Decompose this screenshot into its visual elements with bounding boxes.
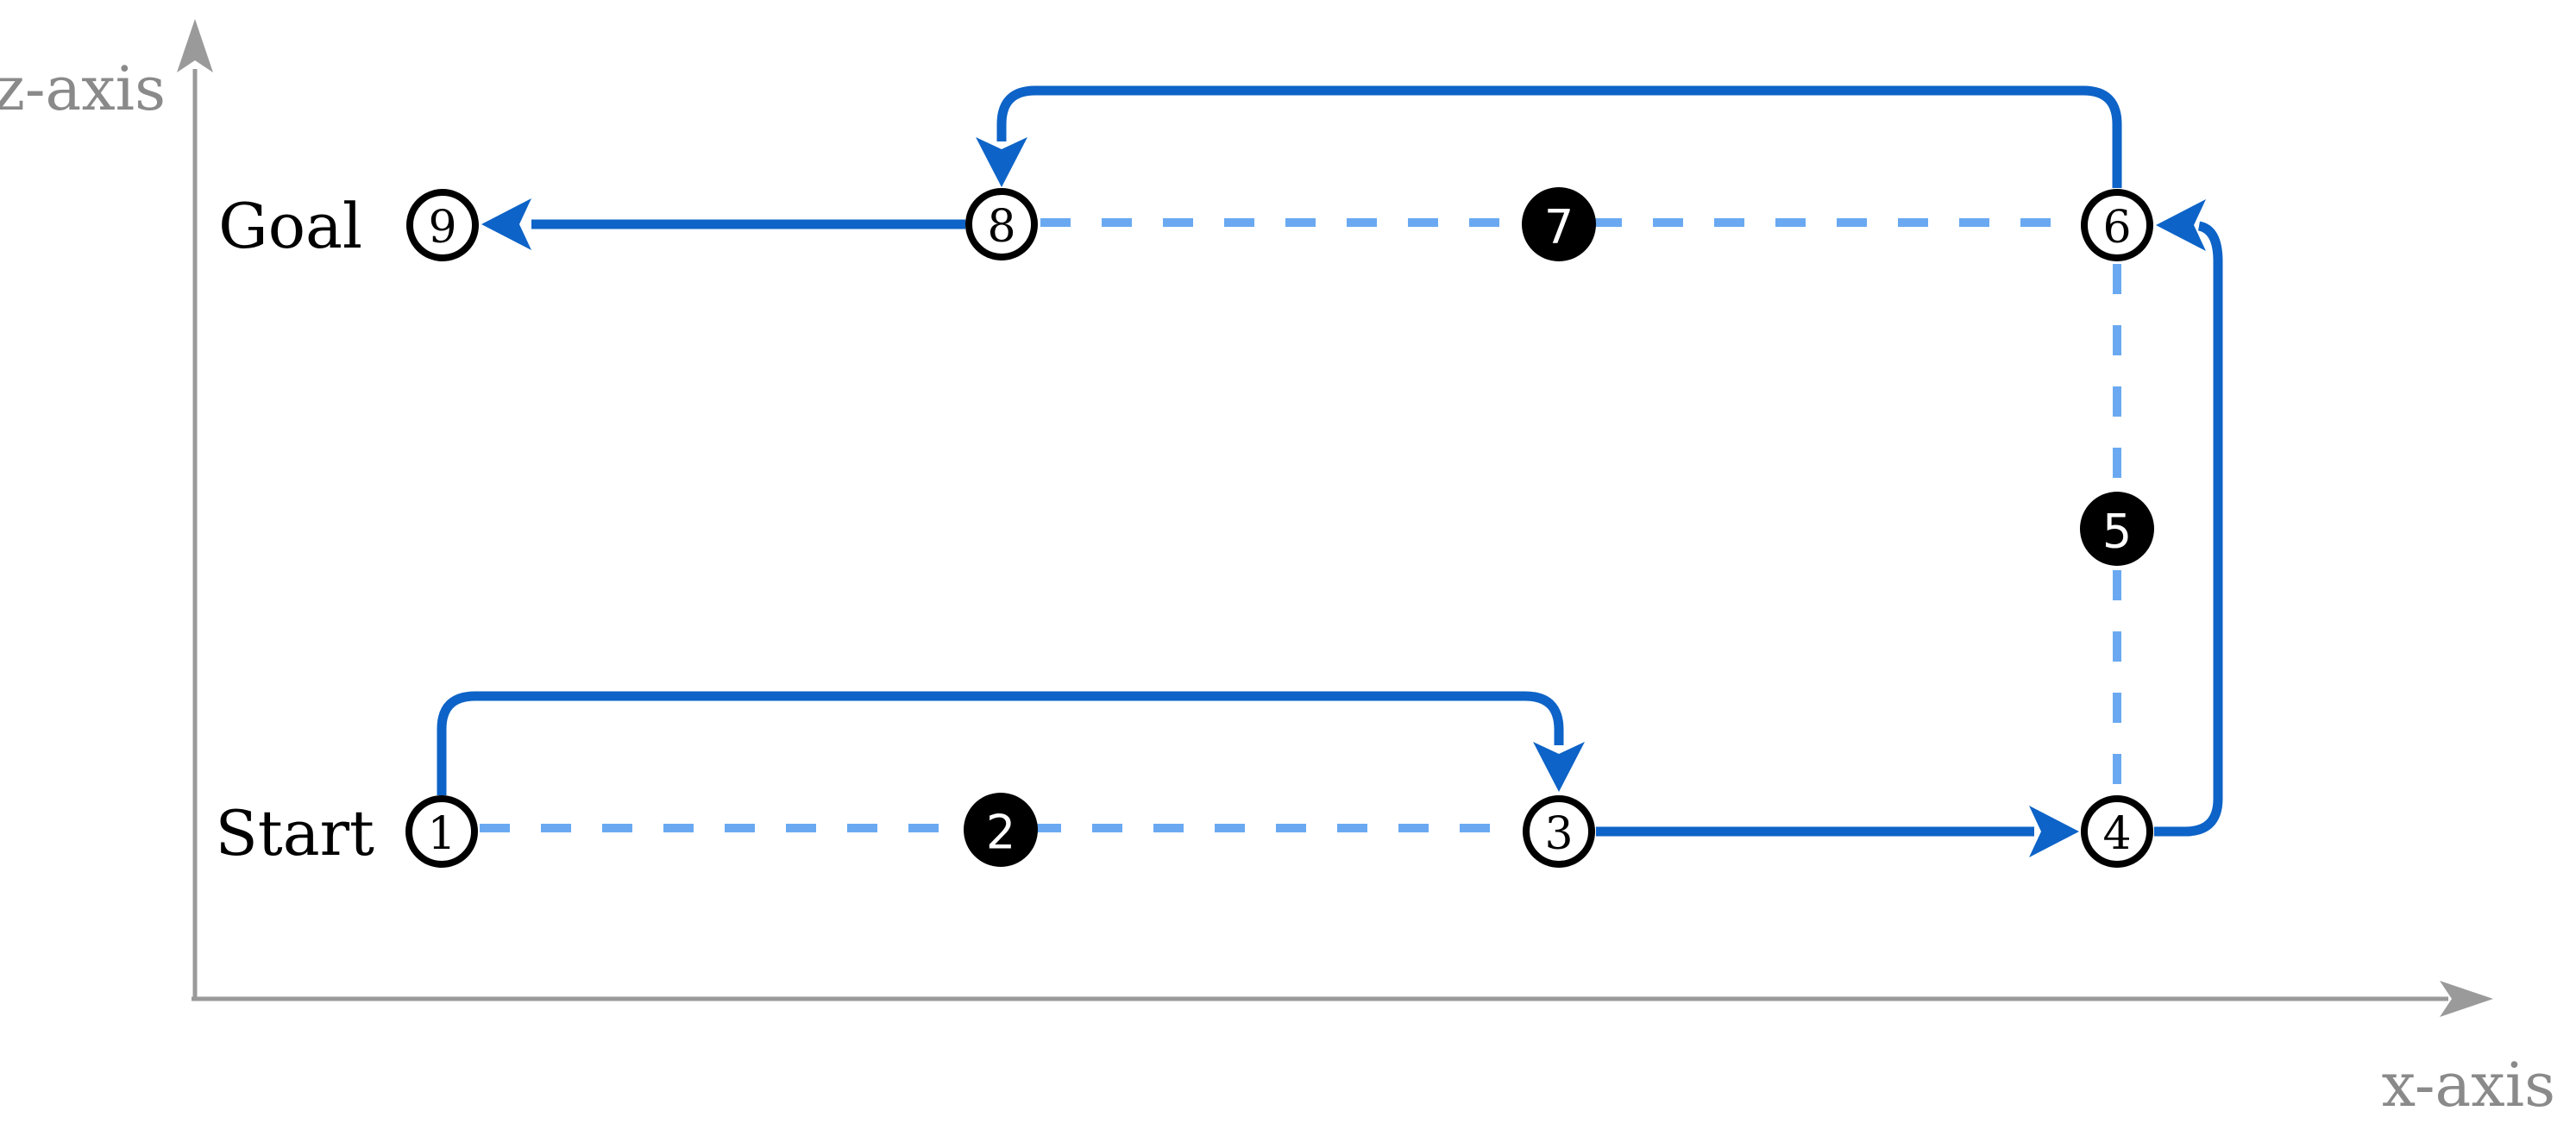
node-7	[1522, 187, 1596, 261]
start-label: Start	[215, 797, 374, 869]
z-axis-label: z-axis	[0, 53, 166, 124]
node-3-label: 3	[1544, 808, 1573, 860]
arrowhead-4-6-icon	[2156, 199, 2206, 251]
edge-solid-6-8	[996, 85, 2122, 188]
node-8	[965, 188, 1038, 260]
arrowhead-1-3-icon	[1533, 742, 1585, 792]
node-4	[2081, 795, 2153, 868]
node-6-label: 6	[2102, 202, 2131, 254]
node-1-label: 1	[427, 808, 456, 860]
edge-solid-1-3	[437, 691, 1564, 795]
node-2-label: 2	[986, 806, 1015, 860]
z-axis-arrowhead-icon	[177, 19, 213, 72]
node-8-label: 8	[987, 201, 1015, 253]
x-axis-arrowhead-icon	[2440, 981, 2493, 1017]
edge-solid-4-6	[2154, 221, 2223, 837]
arrowhead-6-8-icon	[976, 137, 1027, 187]
node-5	[2080, 492, 2154, 566]
x-axis-label: x-axis	[2382, 1050, 2555, 1120]
node-4-label: 4	[2102, 808, 2131, 860]
goal-label: Goal	[218, 190, 362, 262]
node-6	[2081, 189, 2153, 261]
node-2	[964, 793, 1038, 867]
node-5-label: 5	[2102, 505, 2132, 559]
node-1	[405, 795, 478, 868]
node-3	[1523, 795, 1595, 868]
arrowhead-3-4-icon	[2029, 806, 2079, 857]
node-7-label: 7	[1544, 200, 1574, 254]
node-9	[406, 189, 479, 261]
node-9-label: 9	[428, 202, 456, 254]
arrowhead-8-9-icon	[481, 198, 531, 250]
